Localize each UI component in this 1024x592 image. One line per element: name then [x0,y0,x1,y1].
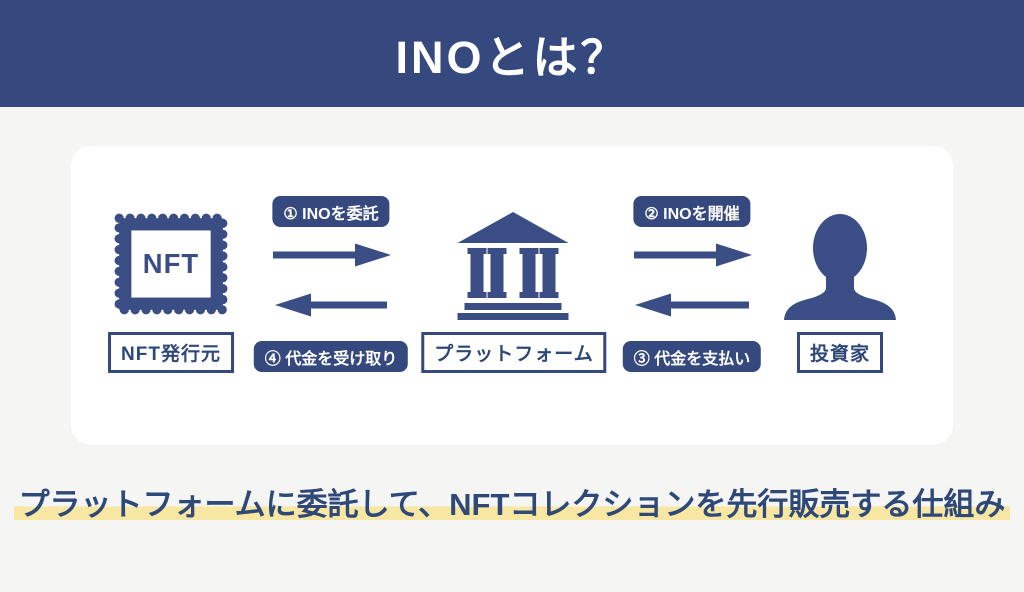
entity-label-investor: 投資家 [796,332,884,373]
header-banner: INOとは？ [0,0,1024,107]
entity-label-platform: プラットフォーム [421,332,607,373]
nft-stamp-icon: NFT [114,213,228,315]
caption-text: プラットフォームに委託して、NFTコレクションを先行販売する仕組み [13,487,1011,522]
flow-badge-1: ① INOを委託 [272,196,390,227]
page-title: INOとは？ [395,32,629,83]
arrow-right-icon [634,243,752,267]
entity-label-nft-issuer: NFT発行元 [108,332,234,373]
bank-building-icon [457,212,569,320]
person-icon [784,214,896,320]
caption: プラットフォームに委託して、NFTコレクションを先行販売する仕組み [0,482,1024,534]
nft-stamp-label: NFT [143,248,199,279]
diagram-card: NFT NFT発行元 ① INOを委託 ④ 代金を受け取り [71,146,953,445]
flow-badge-2: ② INOを開催 [633,196,751,227]
arrow-left-icon [275,293,387,317]
flow-badge-4: ④ 代金を受け取り [253,341,409,372]
arrow-left-icon [635,293,749,317]
arrow-right-icon [273,243,391,267]
flow-badge-3: ③ 代金を支払い [622,341,762,372]
